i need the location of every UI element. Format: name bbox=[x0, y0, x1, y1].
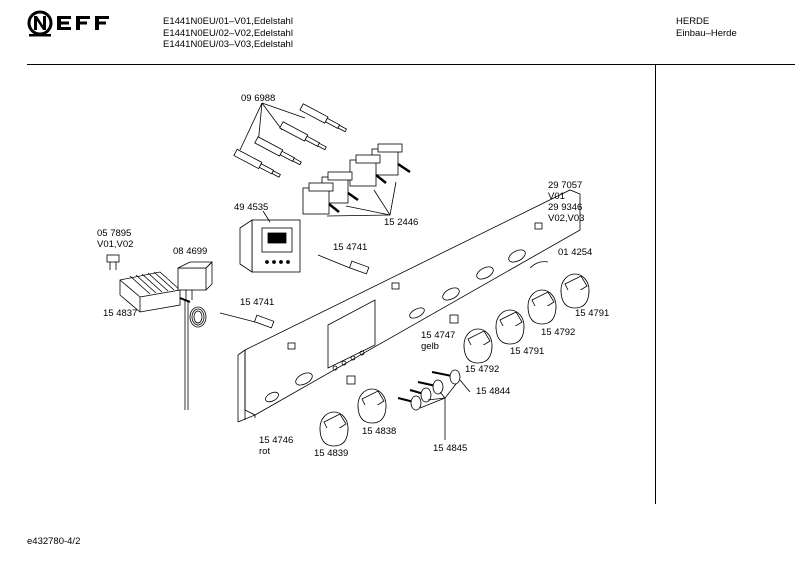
part-label: 15 4792 bbox=[541, 327, 576, 338]
part-label: 15 2446 bbox=[384, 217, 419, 228]
push-buttons bbox=[397, 369, 471, 440]
model-line: E1441N0EU/01–V01,Edelstahl bbox=[163, 16, 293, 27]
neff-logo bbox=[27, 10, 119, 43]
control-panel bbox=[237, 189, 581, 423]
subcategory: Einbau–Herde bbox=[676, 27, 737, 39]
part-label: 15 4791 bbox=[510, 346, 545, 357]
part-label: 49 4535 bbox=[234, 202, 269, 213]
part-label: 01 4254 bbox=[558, 247, 593, 258]
indicator-lamps bbox=[219, 254, 549, 329]
thermostat bbox=[177, 261, 213, 410]
part-label: 15 4746 rot bbox=[259, 435, 294, 457]
category-block: HERDE Einbau–Herde bbox=[676, 16, 737, 39]
control-shafts bbox=[233, 103, 348, 178]
part-label: 15 4845 bbox=[433, 443, 468, 454]
rotary-switches bbox=[302, 143, 411, 215]
oven-switch bbox=[106, 254, 191, 313]
control-knobs-left bbox=[319, 388, 387, 447]
part-label: 15 4791 bbox=[575, 308, 610, 319]
leader-lines-shafts bbox=[239, 102, 306, 151]
timer-module bbox=[239, 210, 301, 273]
model-list: E1441N0EU/01–V01,Edelstahl E1441N0EU/02–… bbox=[163, 16, 293, 51]
part-label: 15 4844 bbox=[476, 386, 511, 397]
part-label: 29 7057 V01 29 9346 V02,V03 bbox=[548, 180, 585, 224]
lamp-covers bbox=[346, 314, 459, 385]
model-line: E1441N0EU/03–V03,Edelstahl bbox=[163, 39, 293, 50]
part-label: 05 7895 V01,V02 bbox=[97, 228, 134, 250]
part-label: 15 4741 bbox=[240, 297, 275, 308]
part-label: 15 4747 gelb bbox=[421, 330, 456, 352]
document-id: e432780-4/2 bbox=[27, 536, 81, 547]
side-divider bbox=[655, 64, 656, 504]
part-label: 08 4699 bbox=[173, 246, 208, 257]
model-line: E1441N0EU/02–V02,Edelstahl bbox=[163, 27, 293, 39]
control-knobs-right bbox=[463, 273, 590, 364]
leader-lines-switches bbox=[326, 181, 397, 217]
part-label: 15 4837 bbox=[103, 308, 138, 319]
part-label: 15 4839 bbox=[314, 448, 349, 459]
neff-logo-icon bbox=[27, 10, 109, 37]
part-label: 15 4792 bbox=[465, 364, 500, 375]
part-label: 15 4741 bbox=[333, 242, 368, 253]
part-label: 15 4838 bbox=[362, 426, 397, 437]
part-label: 09 6988 bbox=[241, 93, 276, 104]
category: HERDE bbox=[676, 16, 710, 27]
header-divider bbox=[27, 64, 795, 65]
